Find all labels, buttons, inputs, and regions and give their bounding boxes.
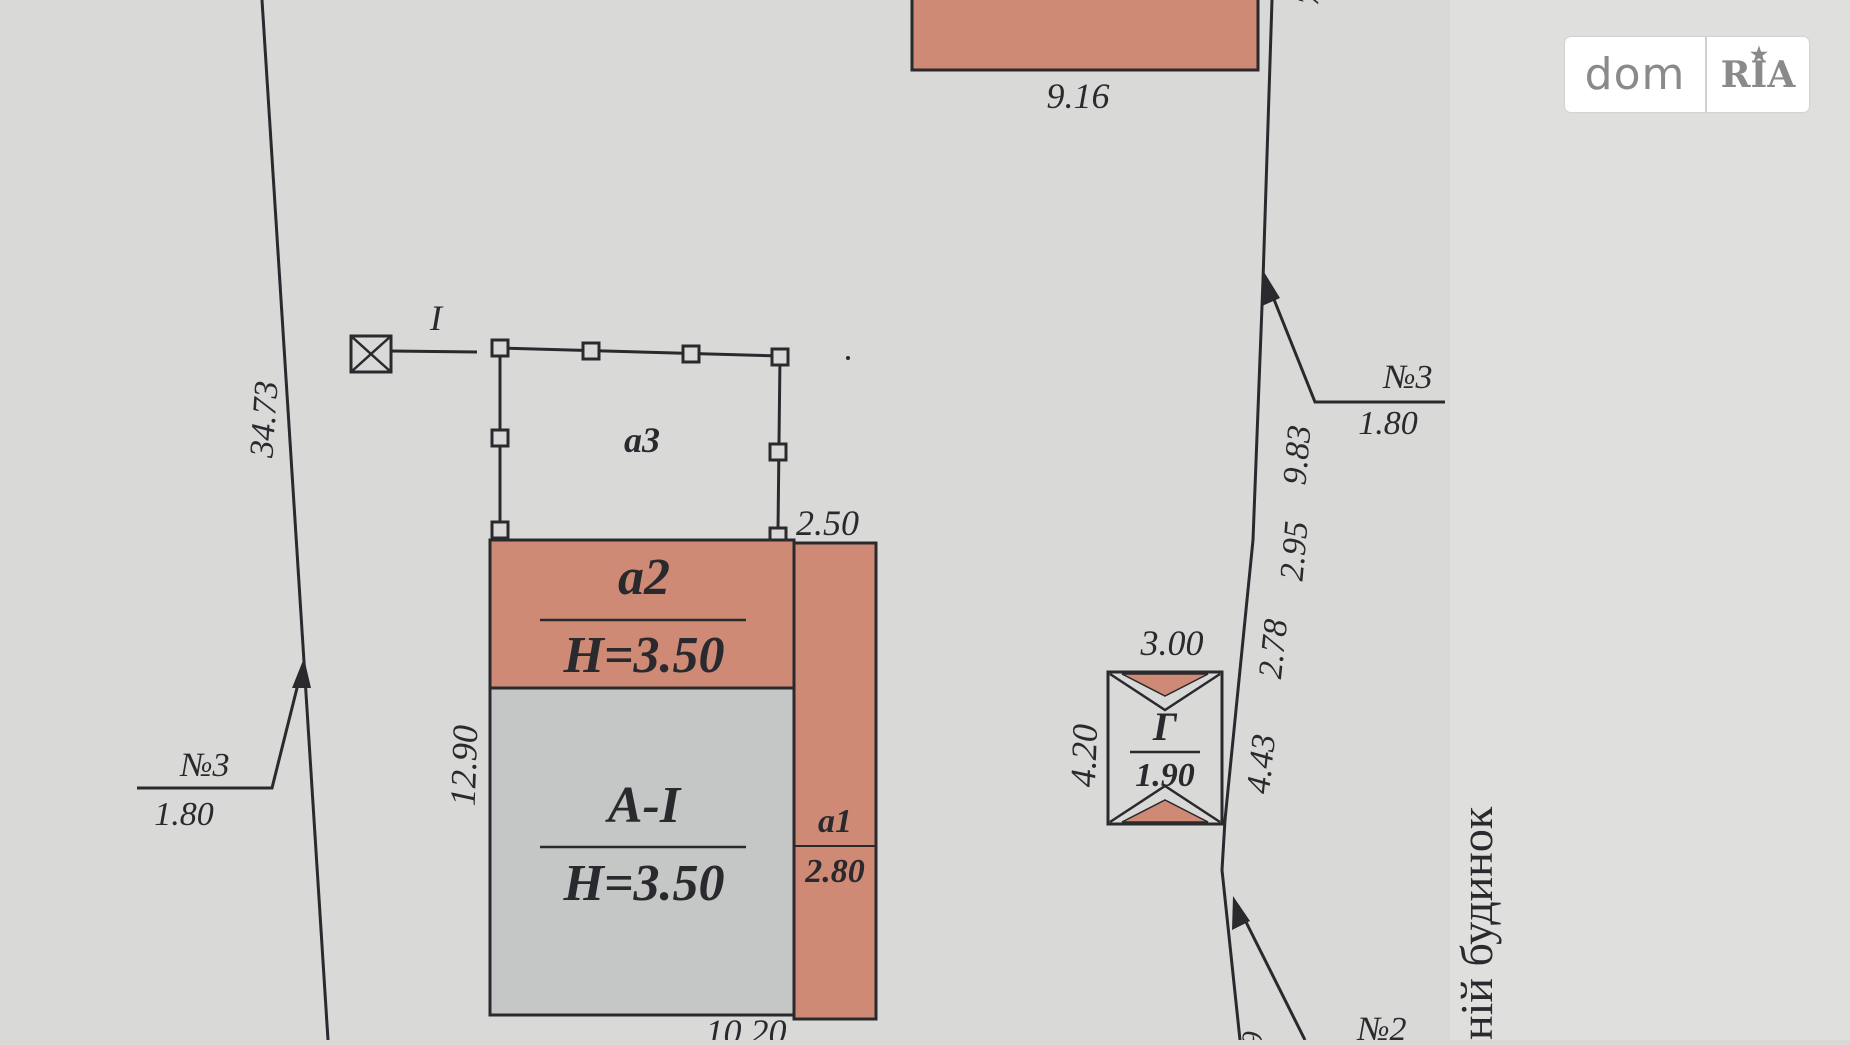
- extension-a1: [792, 541, 878, 1021]
- shed-g: [1106, 670, 1224, 826]
- porch-post: [490, 428, 510, 448]
- watermark-ria-label: RIA: [1720, 53, 1796, 96]
- dot-mark: [846, 356, 850, 360]
- porch-post: [581, 341, 601, 361]
- watermark-ria-text: ★ RIA: [1707, 42, 1809, 96]
- dom-ria-watermark: dom ★ RIA: [1565, 37, 1809, 112]
- callout-right-arrowhead: [1262, 272, 1280, 306]
- side-caption: ній будинок: [1451, 806, 1502, 1040]
- paper-light-area: [1450, 0, 1850, 1040]
- main-building-label: А-І: [605, 777, 682, 834]
- porch-post: [768, 442, 788, 462]
- porch-post: [770, 347, 790, 367]
- main-width-label: 10.20: [706, 1012, 787, 1040]
- shed-g-height: 1.90: [1135, 757, 1195, 794]
- boundary-segment-1-label: 4.43: [1240, 732, 1283, 795]
- shed-length-label: 4.20: [1063, 723, 1105, 787]
- partial-char-top: 7: [1292, 0, 1326, 7]
- shed-g-hatch: [1109, 672, 1221, 712]
- extension-a1-height: 2.80: [804, 853, 865, 890]
- entrance-marker-leader: [390, 349, 478, 354]
- extension-a2-label: а2: [618, 549, 670, 606]
- entrance-marker-cross: [350, 335, 392, 373]
- boundary-segment-4-label: 9.83: [1277, 424, 1319, 486]
- porch-post: [681, 344, 701, 364]
- porch-post: [490, 520, 510, 540]
- entrance-marker-label: І: [429, 298, 444, 338]
- shed-g-top-fill: [1121, 673, 1209, 697]
- porch-a3-label: а3: [624, 420, 660, 460]
- shed-g-bottom-fill: [1121, 799, 1209, 823]
- watermark-dom-text: dom: [1584, 49, 1686, 100]
- callout-bottom-arrowhead: [1232, 896, 1250, 930]
- callout-left-value: 1.80: [154, 796, 214, 833]
- boundary-segment-2-label: 2.78: [1252, 617, 1295, 680]
- shed-g-label: Г: [1152, 704, 1178, 749]
- callout-right-number: №3: [1382, 359, 1432, 396]
- plot-left-boundary: [260, 0, 330, 1041]
- extension-a2-height: Н=3.50: [562, 627, 724, 684]
- callout-right-leader: [1265, 281, 1445, 404]
- callout-right-value: 1.80: [1358, 405, 1418, 442]
- main-building: [488, 686, 796, 1017]
- shed-g-hatch: [1109, 784, 1221, 824]
- shed-width-label: 3.00: [1140, 623, 1204, 663]
- watermark-star-icon: ★: [1750, 41, 1768, 66]
- main-length-label: 12.90: [443, 724, 486, 806]
- top-building: [910, 0, 1260, 72]
- porch-post: [490, 338, 510, 358]
- callout-left-arrowhead: [292, 658, 311, 688]
- callout-bottom-number: №2: [1356, 1011, 1406, 1040]
- callout-left-leader: [137, 667, 304, 790]
- top-building-width-label: 9.16: [1047, 76, 1110, 116]
- boundary-segment-3-label: 2.95: [1274, 520, 1316, 582]
- main-building-height: Н=3.50: [562, 855, 724, 912]
- porch-offset-label: 2.50: [796, 503, 859, 543]
- extension-a1-label: а1: [818, 803, 852, 840]
- plot-right-boundary: [1220, 0, 1274, 1041]
- watermark-separator: [1705, 37, 1707, 112]
- plot-side-length-label: 34.73: [243, 380, 285, 460]
- callout-left-number: №3: [179, 747, 229, 784]
- callout-bottom-leader: [1236, 905, 1307, 1041]
